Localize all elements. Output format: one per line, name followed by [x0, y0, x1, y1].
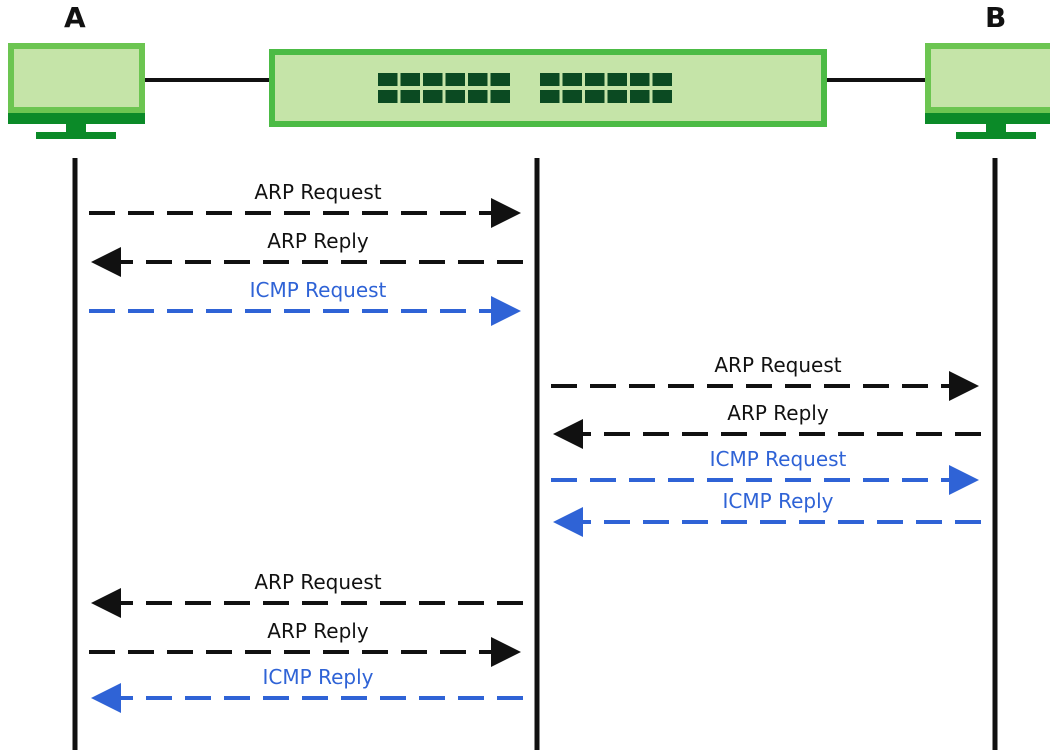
message-label: ARP Reply — [267, 229, 369, 253]
message-5: ARP Reply — [553, 401, 981, 449]
arrowhead-icon — [91, 683, 121, 713]
switch-port — [468, 73, 488, 86]
message-label: ICMP Reply — [723, 489, 834, 513]
switch-port — [378, 73, 398, 86]
switch-port — [490, 90, 510, 103]
switch-port — [585, 90, 605, 103]
node-a-label: A — [64, 1, 86, 34]
switch-port — [652, 90, 672, 103]
message-1: ARP Request — [89, 180, 521, 228]
switch-port — [607, 90, 627, 103]
arrowhead-icon — [553, 419, 583, 449]
message-label: ICMP Request — [710, 447, 847, 471]
message-7: ICMP Reply — [553, 489, 981, 537]
arrowhead-icon — [949, 465, 979, 495]
switch-port — [630, 90, 650, 103]
message-label: ARP Reply — [267, 619, 369, 643]
message-2: ARP Reply — [91, 229, 523, 277]
switch-port — [445, 90, 465, 103]
arrowhead-icon — [91, 588, 121, 618]
message-label: ICMP Reply — [263, 665, 374, 689]
switch-port — [468, 90, 488, 103]
switch-port — [423, 73, 443, 86]
arrowhead-icon — [491, 198, 521, 228]
message-label: ARP Request — [254, 180, 381, 204]
message-label: ARP Request — [254, 570, 381, 594]
switch-port — [607, 73, 627, 86]
message-label: ARP Request — [714, 353, 841, 377]
switch-port — [630, 73, 650, 86]
switch-port — [562, 90, 582, 103]
arrowhead-icon — [553, 507, 583, 537]
arrowhead-icon — [949, 371, 979, 401]
message-10: ICMP Reply — [91, 665, 523, 713]
switch-port — [400, 73, 420, 86]
switch-port — [445, 73, 465, 86]
switch-port — [423, 90, 443, 103]
message-6: ICMP Request — [551, 447, 979, 495]
message-label: ICMP Request — [250, 278, 387, 302]
arrowhead-icon — [91, 247, 121, 277]
message-3: ICMP Request — [89, 278, 521, 326]
arrowhead-icon — [491, 296, 521, 326]
message-9: ARP Reply — [89, 619, 521, 667]
message-8: ARP Request — [91, 570, 523, 618]
switch-port — [490, 73, 510, 86]
switch-port — [540, 73, 560, 86]
switch-port — [562, 73, 582, 86]
switch-port — [378, 90, 398, 103]
switch-port — [652, 73, 672, 86]
arrowhead-icon — [491, 637, 521, 667]
switch-port — [540, 90, 560, 103]
switch-port — [400, 90, 420, 103]
message-4: ARP Request — [551, 353, 979, 401]
computer-a-icon — [8, 43, 145, 139]
computer-b-icon — [925, 43, 1050, 139]
switch-ports — [378, 73, 672, 103]
message-label: ARP Reply — [727, 401, 829, 425]
switch-port — [585, 73, 605, 86]
switch-icon — [269, 49, 827, 127]
node-b-label: B — [985, 1, 1007, 34]
